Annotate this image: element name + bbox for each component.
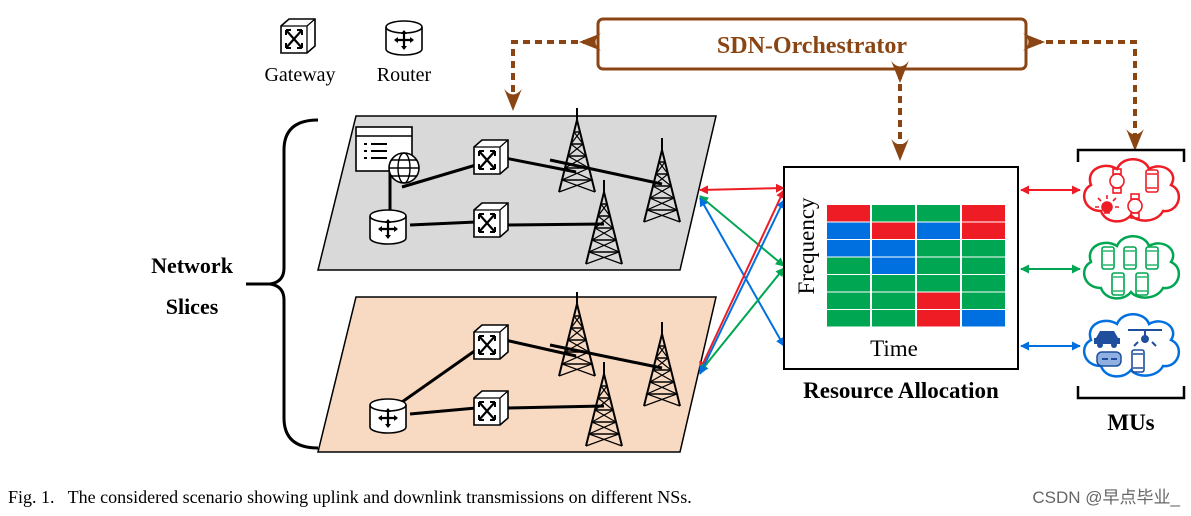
globe-icon [388, 152, 420, 184]
control-arrow-slices [504, 33, 601, 111]
mu-cluster-red [1082, 157, 1181, 223]
mus-bracket-top [1076, 148, 1186, 162]
legend-gateway-label: Gateway [264, 64, 335, 86]
watch-icon [1109, 168, 1125, 194]
link-upper-red [699, 183, 785, 195]
resource-block-green [872, 310, 915, 327]
time-axis-label: Time [870, 336, 918, 361]
gateway-icon [472, 323, 510, 361]
slice-links [699, 183, 785, 375]
resource-allocation-caption: Resource Allocation [803, 378, 999, 403]
gateway-icon [472, 138, 510, 176]
link-lower-blue [699, 199, 785, 375]
figure-caption: Fig. 1. The considered scenario showing … [8, 487, 692, 507]
vr-headset-icon [1096, 351, 1122, 367]
resource-block-blue [827, 240, 870, 257]
resource-block-blue [827, 222, 870, 239]
resource-block-green [917, 257, 960, 274]
resource-block-green [872, 292, 915, 309]
orchestrator-label: SDN-Orchestrator [717, 33, 908, 59]
resource-block-red [917, 310, 960, 327]
resource-block-green [962, 275, 1005, 292]
slice-plane-upper [317, 115, 717, 271]
resource-block-red [872, 222, 915, 239]
resource-block-green [962, 257, 1005, 274]
mu-cluster-blue [1082, 312, 1181, 378]
gateway-icon [472, 389, 510, 427]
resource-block-green [872, 205, 915, 222]
resource-block-green [917, 240, 960, 257]
resource-block-green [872, 275, 915, 292]
resource-block-blue [872, 240, 915, 257]
network-slice-lower [317, 291, 717, 453]
resource-block-red [962, 222, 1005, 239]
legend-gateway: Gateway [264, 17, 336, 86]
mus-label: MUs [1107, 410, 1154, 435]
sdn-orchestrator: SDN-Orchestrator [596, 17, 1028, 71]
cloud-green [1082, 234, 1181, 300]
resource-block-blue [917, 222, 960, 239]
slices-label-line1: Network [151, 253, 234, 278]
mu-cluster-green [1082, 234, 1181, 300]
resource-grid [827, 205, 1005, 327]
watch-icon [1127, 193, 1143, 219]
control-arrows [504, 33, 1144, 161]
drone-icon [1128, 329, 1162, 347]
slices-label-line2: Slices [166, 294, 219, 319]
resource-block-blue [962, 310, 1005, 327]
router-icon [368, 208, 408, 246]
car-icon [1094, 331, 1120, 348]
mus-bracket-bottom [1076, 386, 1186, 400]
resource-block-green [962, 292, 1005, 309]
resource-block-green [917, 205, 960, 222]
link-upper-blue [699, 197, 785, 347]
resource-block-green [827, 310, 870, 327]
phone-icon [1145, 169, 1159, 193]
resource-allocation: Frequency Time Resource Allocation [783, 166, 1019, 403]
resource-block-red [827, 205, 870, 222]
gateway-icon [279, 17, 317, 55]
legend-router: Router [377, 19, 432, 86]
resource-block-green [962, 240, 1005, 257]
frequency-axis-label: Frequency [794, 197, 819, 295]
link-lower-green [699, 267, 785, 373]
resource-block-red [917, 292, 960, 309]
link-lower-red [699, 189, 785, 371]
router-icon [384, 19, 424, 57]
mu-links [1020, 185, 1081, 351]
resource-block-green [917, 275, 960, 292]
network-slice-upper [317, 107, 717, 271]
resource-block-green [827, 257, 870, 274]
router-icon [368, 397, 408, 435]
control-arrow-mus [1023, 33, 1144, 151]
watermark: CSDN @早点毕业_ [1032, 488, 1180, 507]
link-upper-green [699, 195, 785, 267]
phone-icon [1131, 349, 1145, 373]
bulb-icon [1095, 195, 1119, 214]
slices-bracket [269, 118, 319, 450]
resource-block-green [827, 292, 870, 309]
resource-block-red [962, 205, 1005, 222]
resource-block-blue [872, 257, 915, 274]
gateway-icon [472, 201, 510, 239]
legend-router-label: Router [377, 64, 432, 86]
resource-block-green [827, 275, 870, 292]
